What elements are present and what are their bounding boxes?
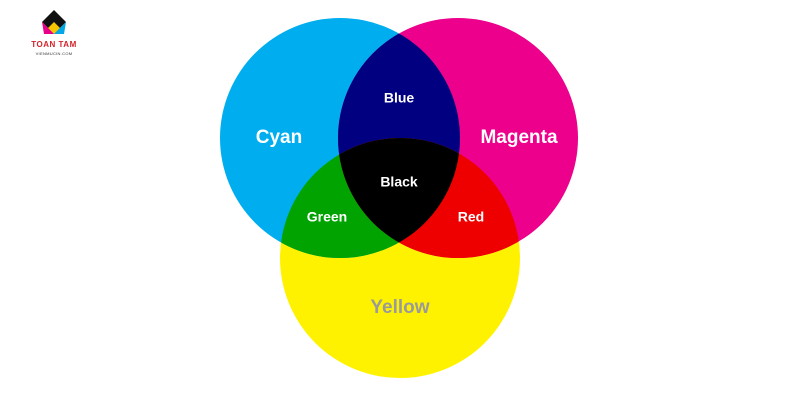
logo-name: TOAN TAM [31,40,77,49]
blue-label: Blue [384,90,415,106]
black-label: Black [380,174,418,190]
green-overlap [280,138,460,258]
cyan-label: Cyan [256,127,302,148]
logo-magenta-segment [42,22,54,34]
brand-logo: TOAN TAM VIENMUCIN.COM [22,8,86,64]
magenta-label: Magenta [480,127,558,148]
green-label: Green [307,209,347,225]
logo-subtitle: VIENMUCIN.COM [35,51,73,56]
logo-cyan-segment [54,22,66,34]
red-label: Red [458,209,484,225]
logo-mark-icon [42,10,66,34]
yellow-label: Yellow [370,297,429,318]
